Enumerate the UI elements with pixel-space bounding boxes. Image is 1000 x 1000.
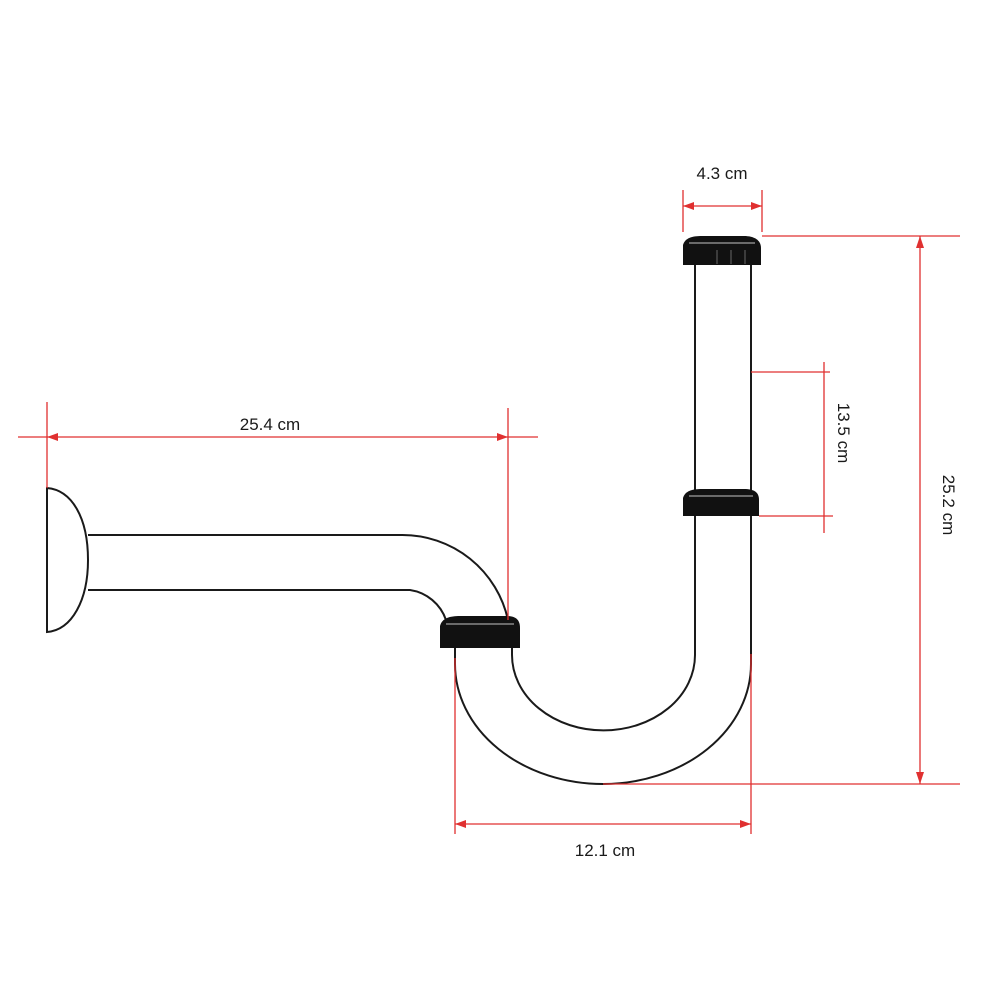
wall-flange — [46, 486, 90, 634]
dimension-label-horizontal-length: 25.4 cm — [240, 415, 300, 434]
dimension-trap-width: 12.1 cm — [454, 654, 752, 860]
dimension-label-top-width: 4.3 cm — [696, 164, 747, 183]
dimension-label-total-height: 25.2 cm — [939, 475, 958, 535]
horizontal-arm-lower — [88, 589, 447, 621]
dimension-horizontal-length: 25.4 cm — [18, 402, 538, 620]
dimension-adjust-height: 13.5 cm — [751, 362, 853, 533]
dimension-label-trap-width: 12.1 cm — [575, 841, 635, 860]
u-bend-outer — [454, 515, 752, 785]
trap-collar — [440, 616, 520, 648]
horizontal-arm — [88, 533, 509, 621]
dimension-label-adjust-height: 13.5 cm — [834, 403, 853, 463]
u-bend-inner — [511, 515, 696, 732]
tail-collar — [683, 489, 759, 516]
p-trap-pipe — [46, 236, 761, 785]
top-cap — [683, 236, 761, 265]
dimension-top-width: 4.3 cm — [682, 164, 763, 232]
dimension-total-height: 25.2 cm — [603, 235, 960, 785]
